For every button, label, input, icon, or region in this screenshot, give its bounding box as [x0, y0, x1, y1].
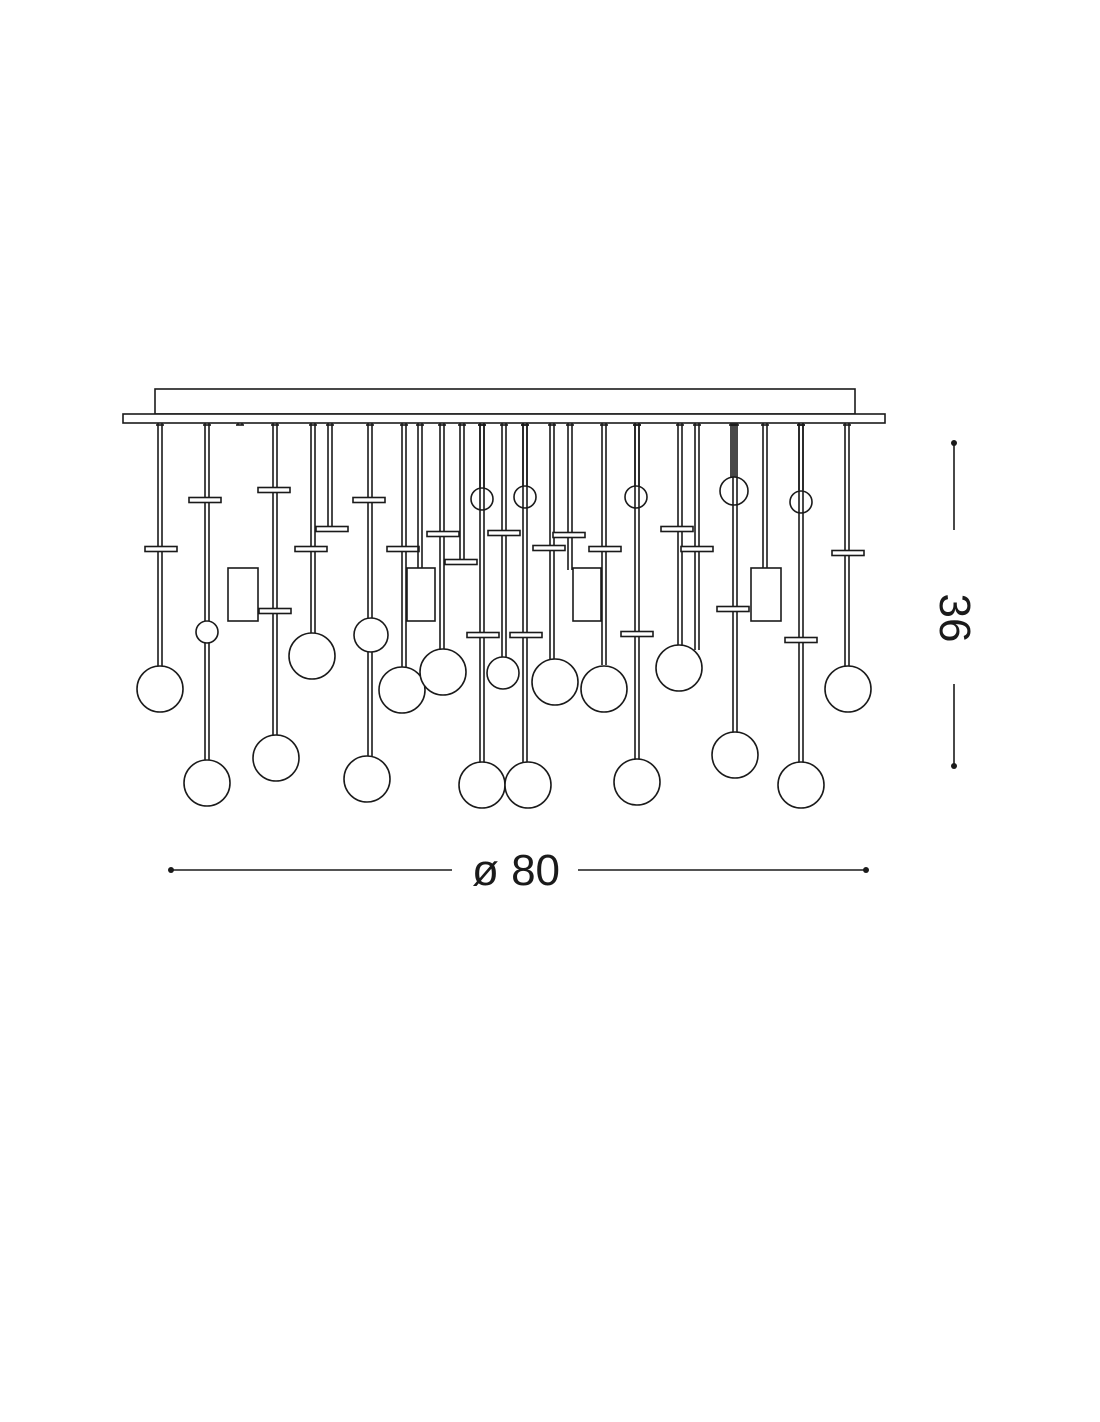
width-dimension-label: ø 80	[472, 846, 560, 895]
pendant-globe	[136, 665, 184, 713]
pendant-small-globe	[719, 476, 749, 506]
canopy-base-plate	[122, 413, 886, 424]
pendant-rods-group	[136, 423, 872, 809]
pendant-small-globe	[195, 620, 219, 644]
pendant-collar	[294, 545, 328, 553]
pendant-globe	[824, 665, 872, 713]
pendant-globe	[655, 644, 703, 692]
pendant-box	[406, 567, 436, 622]
pendant-collar	[258, 607, 292, 615]
pendant-globe	[531, 658, 579, 706]
pendant-collar	[660, 525, 694, 533]
pendant-globe	[458, 761, 506, 809]
pendant-globe	[252, 734, 300, 782]
pendant-small-globe	[470, 487, 494, 511]
pendant-collar	[257, 486, 291, 494]
pendant-collar	[552, 531, 586, 539]
canopy-upper-box	[154, 388, 856, 415]
pendant-collar	[487, 529, 521, 537]
pendant-small-globe	[353, 617, 389, 653]
pendant-globe	[378, 666, 426, 714]
pendant-box	[227, 567, 259, 622]
pendant-globe	[711, 731, 759, 779]
height-dimension-bottom-dot	[951, 763, 957, 769]
pendant-small-globe	[513, 485, 537, 509]
pendant-small-globe	[789, 490, 813, 514]
pendant-collar	[386, 545, 420, 553]
pendant-collar	[188, 496, 222, 504]
height-dimension-label: 36	[930, 594, 979, 643]
width-dimension-right-dot	[863, 867, 869, 873]
pendant-collar	[532, 544, 566, 552]
pendant-globe	[504, 761, 552, 809]
width-dimension: ø 80	[168, 846, 869, 895]
pendant-collar	[588, 545, 622, 553]
pendant-collar	[831, 549, 865, 557]
pendant-collar	[466, 631, 500, 639]
pendant-globe	[343, 755, 391, 803]
ceiling-canopy	[122, 388, 886, 424]
pendant-globe	[419, 648, 467, 696]
pendant-collar	[680, 545, 714, 553]
pendant-globe	[613, 758, 661, 806]
pendant-collar	[509, 631, 543, 639]
pendant-collar	[426, 530, 460, 538]
pendant-collar	[144, 545, 178, 553]
height-dimension: 36	[930, 440, 979, 769]
pendant-globe	[486, 656, 520, 690]
pendant-collar	[352, 496, 386, 504]
pendant-collar	[315, 525, 349, 533]
pendant-globe	[288, 632, 336, 680]
pendant-collar	[784, 636, 818, 644]
pendant-box	[750, 567, 782, 622]
pendant-collar	[620, 630, 654, 638]
pendant-collar	[716, 605, 750, 613]
pendant-collar	[444, 558, 478, 566]
pendant-small-globe	[624, 485, 648, 509]
pendant-globe	[183, 759, 231, 807]
pendant-globe	[777, 761, 825, 809]
pendant-box	[572, 567, 602, 622]
pendant-globe	[580, 665, 628, 713]
